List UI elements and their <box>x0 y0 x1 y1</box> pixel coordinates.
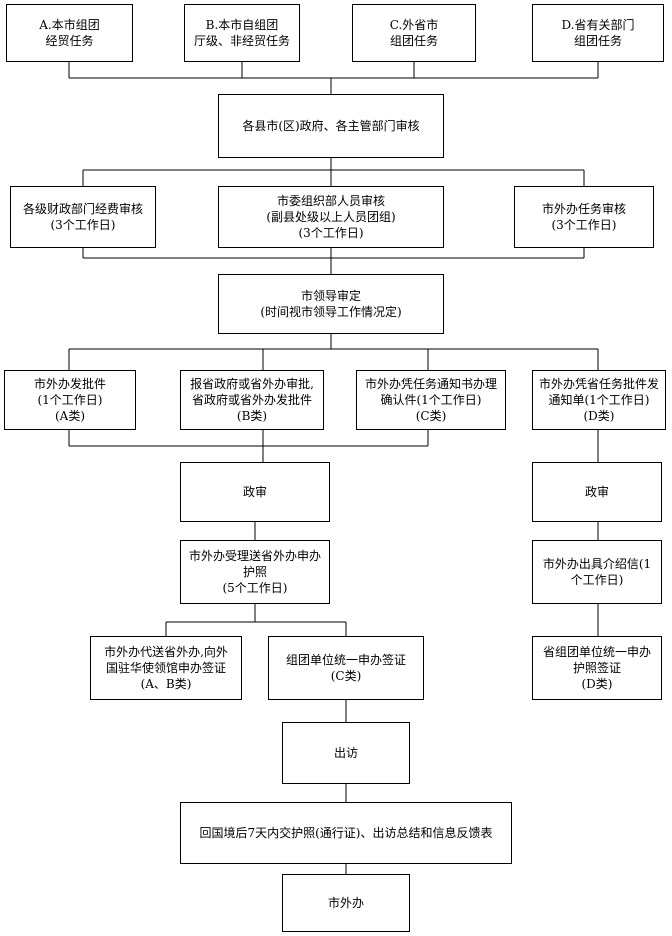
introduction-letter-box: 市外办出具介绍信(1 个工作日) <box>532 540 662 604</box>
visa-d-box: 省组团单位统一申办 护照签证 (D类) <box>532 636 662 700</box>
task-a-box: A.本市组团 经贸任务 <box>6 4 133 62</box>
task-b-label: B.本市自组团 厅级、非经贸任务 <box>193 18 290 48</box>
task-a-label: A.本市组团 经贸任务 <box>39 18 100 48</box>
county-review-box: 各县市(区)政府、各主管部门审核 <box>218 94 444 158</box>
task-c-label: C.外省市 组团任务 <box>389 18 439 48</box>
approval-d-box: 市外办凭省任务批件发 通知单(1个工作日) (D类) <box>532 370 666 430</box>
passport-apply-box: 市外办受理送省外办申办 护照 (5个工作日) <box>180 540 330 604</box>
task-c-box: C.外省市 组团任务 <box>352 4 476 62</box>
approval-b-label: 报省政府或省外办审批, 省政府或省外办发批件 (B类) <box>190 377 314 423</box>
passport-apply-label: 市外办受理送省外办申办 护照 (5个工作日) <box>188 549 321 595</box>
visa-d-label: 省组团单位统一申办 护照签证 (D类) <box>542 645 651 691</box>
approval-a-box: 市外办发批件 (1个工作日) (A类) <box>4 370 136 430</box>
task-d-box: D.省有关部门 组团任务 <box>532 4 664 62</box>
finance-review-box: 各级财政部门经费审核 (3个工作日) <box>10 186 156 248</box>
approval-c-label: 市外办凭任务通知书办理 确认件(1个工作日) (C类) <box>364 377 497 423</box>
visa-ab-label: 市外办代送省外办,向外 国驻华使领馆申办签证 (A、B类) <box>104 645 228 691</box>
approval-a-label: 市外办发批件 (1个工作日) (A类) <box>33 377 106 423</box>
approval-d-label: 市外办凭省任务批件发 通知单(1个工作日) (D类) <box>538 377 659 423</box>
visa-c-box: 组团单位统一申办签证 (C类) <box>268 636 424 700</box>
task-d-label: D.省有关部门 组团任务 <box>561 18 635 48</box>
political-review-left-box: 政审 <box>180 462 330 522</box>
visit-label: 出访 <box>333 746 358 760</box>
leader-approval-label: 市领导审定 (时间视市领导工作情况定) <box>260 289 402 319</box>
foreign-task-review-box: 市外办任务审核 (3个工作日) <box>514 186 654 248</box>
visa-ab-box: 市外办代送省外办,向外 国驻华使领馆申办签证 (A、B类) <box>90 636 242 700</box>
final-label: 市外办 <box>327 896 364 910</box>
political-review-left-label: 政审 <box>242 485 267 499</box>
org-review-box: 市委组织部人员审核 (副县处级以上人员团组) (3个工作日) <box>218 186 444 248</box>
final-box: 市外办 <box>282 874 410 932</box>
political-review-right-label: 政审 <box>584 485 609 499</box>
introduction-letter-label: 市外办出具介绍信(1 个工作日) <box>542 557 652 587</box>
task-b-box: B.本市自组团 厅级、非经贸任务 <box>184 4 300 62</box>
political-review-right-box: 政审 <box>532 462 662 522</box>
foreign-task-review-label: 市外办任务审核 (3个工作日) <box>541 202 626 232</box>
approval-b-box: 报省政府或省外办审批, 省政府或省外办发批件 (B类) <box>180 370 324 430</box>
finance-review-label: 各级财政部门经费审核 (3个工作日) <box>22 202 143 232</box>
visa-c-label: 组团单位统一申办签证 (C类) <box>285 653 406 683</box>
org-review-label: 市委组织部人员审核 (副县处级以上人员团组) (3个工作日) <box>266 194 396 240</box>
approval-c-box: 市外办凭任务通知书办理 确认件(1个工作日) (C类) <box>356 370 506 430</box>
county-review-label: 各县市(区)政府、各主管部门审核 <box>242 119 420 133</box>
visit-box: 出访 <box>282 722 410 784</box>
leader-approval-box: 市领导审定 (时间视市领导工作情况定) <box>218 274 444 334</box>
return-box: 回国境后7天内交护照(通行证)、出访总结和信息反馈表 <box>180 802 512 864</box>
return-label: 回国境后7天内交护照(通行证)、出访总结和信息反馈表 <box>199 826 493 840</box>
